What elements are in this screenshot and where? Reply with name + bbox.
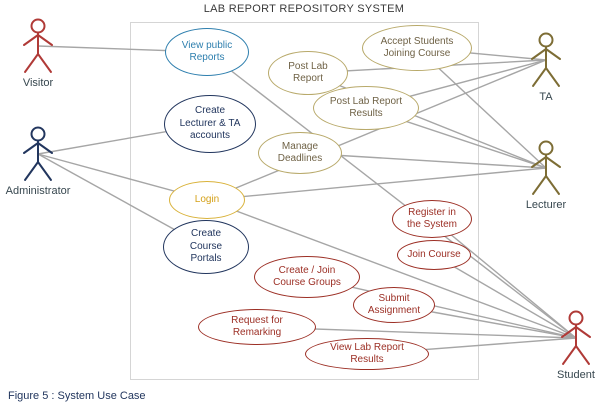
- stick-figure-icon: [556, 310, 596, 366]
- system-boundary: [130, 22, 479, 380]
- usecase-label: View public Reports: [181, 39, 233, 64]
- usecase-accept-students-joining-course: Accept Students Joining Course: [362, 25, 472, 71]
- usecase-post-lab-report: Post Lab Report: [268, 51, 348, 95]
- actor-label: Visitor: [22, 77, 54, 89]
- usecase-label: Accept Students Joining Course: [380, 35, 454, 60]
- usecase-view-public-reports: View public Reports: [165, 28, 249, 76]
- usecase-register-in-the-system: Register in the System: [392, 200, 472, 238]
- diagram-title: LAB REPORT REPOSITORY SYSTEM: [203, 3, 405, 15]
- actor-student: Student: [550, 310, 600, 381]
- usecase-manage-deadlines: Manage Deadlines: [258, 132, 342, 174]
- figure-caption: Figure 5 : System Use Case: [8, 390, 146, 402]
- usecase-label: Register in the System: [406, 206, 458, 231]
- usecase-label: Request for Remarking: [231, 314, 283, 339]
- usecase-label: Create / Join Course Groups: [273, 264, 341, 289]
- stick-figure-icon: [526, 140, 566, 196]
- usecase-create-course-portals: Create Course Portals: [163, 220, 249, 274]
- actor-visitor: Visitor: [14, 18, 62, 89]
- actor-label: Lecturer: [525, 199, 567, 211]
- actor-administrator: Administrator: [6, 126, 70, 197]
- stick-figure-icon: [18, 126, 58, 182]
- usecase-label: Join Course: [407, 248, 461, 260]
- usecase-request-for-remarking: Request for Remarking: [198, 309, 316, 345]
- usecase-label: Submit Assignment: [367, 292, 421, 317]
- usecase-label: Login: [194, 193, 220, 205]
- actor-label: Administrator: [5, 185, 71, 197]
- usecase-post-lab-report-results: Post Lab Report Results: [313, 86, 419, 130]
- usecase-label: Post Lab Report: [288, 60, 328, 85]
- usecase-label: Post Lab Report Results: [329, 95, 403, 120]
- usecase-create-join-course-groups: Create / Join Course Groups: [254, 256, 360, 298]
- actor-ta: TA: [524, 32, 568, 103]
- usecase-login: Login: [169, 181, 245, 219]
- usecase-label: Create Lecturer & TA accounts: [179, 105, 241, 142]
- usecase-label: View Lab Report Results: [330, 341, 404, 366]
- stick-figure-icon: [18, 18, 58, 74]
- stick-figure-icon: [526, 32, 566, 88]
- actor-label: TA: [539, 91, 553, 103]
- usecase-submit-assignment: Submit Assignment: [353, 287, 435, 323]
- actor-label: Student: [557, 369, 595, 381]
- actor-lecturer: Lecturer: [518, 140, 574, 211]
- usecase-label: Manage Deadlines: [277, 140, 323, 165]
- usecase-label: Create Course Portals: [189, 228, 223, 265]
- usecase-view-lab-report-results: View Lab Report Results: [305, 338, 429, 370]
- usecase-create-lecturer-ta-accounts: Create Lecturer & TA accounts: [164, 95, 256, 153]
- usecase-join-course: Join Course: [397, 240, 471, 270]
